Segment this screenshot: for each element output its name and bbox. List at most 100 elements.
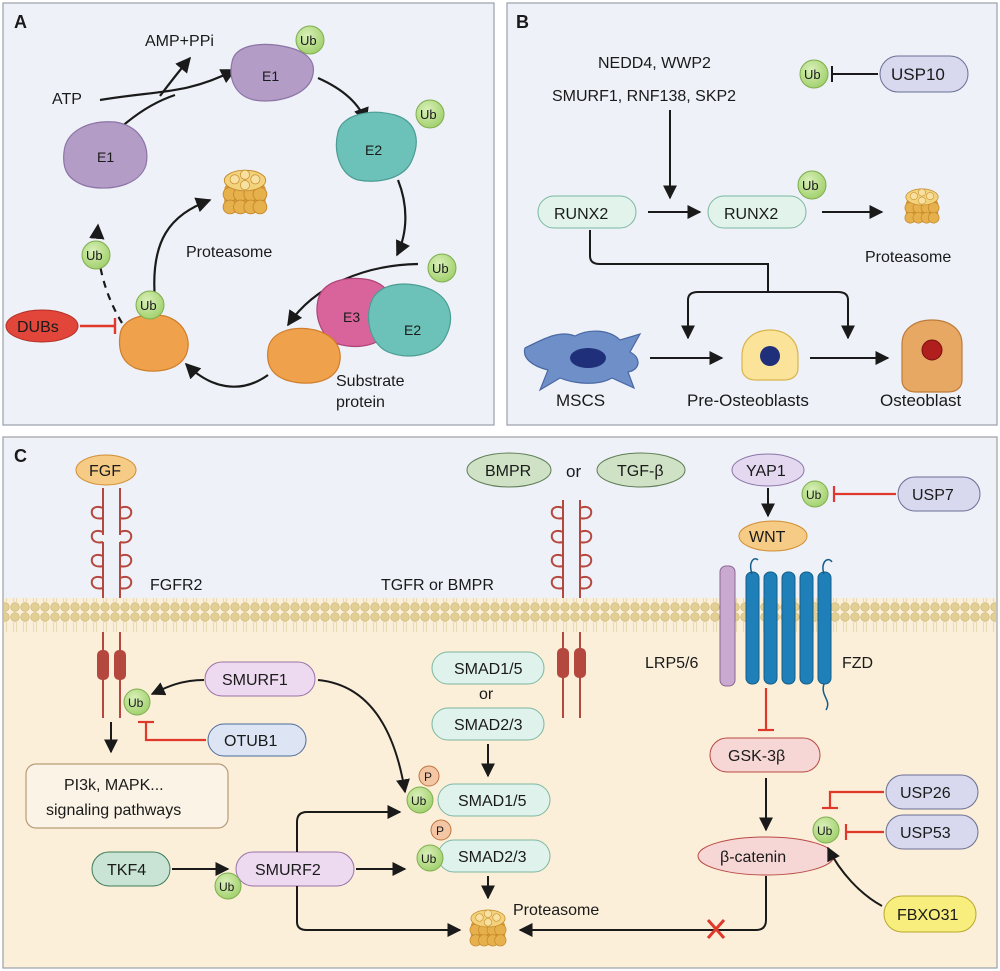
yap1-node bbox=[731, 453, 805, 487]
svg-text:Ub: Ub bbox=[140, 298, 157, 313]
lrp-receptor bbox=[719, 565, 736, 687]
proteasome-icon bbox=[904, 188, 940, 224]
smad23-top-node bbox=[431, 707, 545, 741]
ligases-line-1: NEDD4, WWP2 bbox=[598, 55, 711, 72]
svg-text:Ub: Ub bbox=[86, 248, 103, 263]
svg-text:Ub: Ub bbox=[806, 488, 822, 502]
tgfb-node bbox=[596, 452, 686, 488]
tkf4-node bbox=[91, 851, 171, 887]
usp7-node bbox=[897, 476, 981, 512]
tgfr-bmpr-label: TGFR or BMPR bbox=[381, 577, 494, 594]
panel-b-letter: B bbox=[516, 12, 529, 32]
svg-text:Ub: Ub bbox=[128, 696, 144, 710]
osteoblast-label: Osteoblast bbox=[880, 391, 962, 410]
ligases-line-2: SMURF1, RNF138, SKP2 bbox=[552, 88, 736, 105]
pathways-line-2: signaling pathways bbox=[46, 802, 181, 819]
wnt-label: WNT bbox=[749, 529, 786, 546]
tkf4-label: TKF4 bbox=[107, 862, 146, 879]
gsk-label: GSK-3β bbox=[728, 748, 785, 765]
pathways-box bbox=[25, 763, 229, 829]
runx2-node-left bbox=[537, 195, 637, 229]
proteasome-label: Proteasome bbox=[186, 244, 272, 261]
usp10-node bbox=[879, 55, 969, 93]
e2-bottom-label: E2 bbox=[404, 322, 421, 338]
smad-or-label: or bbox=[479, 686, 494, 703]
svg-text:Ub: Ub bbox=[817, 824, 833, 838]
phospho-icon bbox=[430, 819, 452, 841]
phospho-icon bbox=[418, 765, 440, 787]
smurf2-label: SMURF2 bbox=[255, 862, 321, 879]
usp10-label: USP10 bbox=[891, 65, 945, 84]
block-cross-icon bbox=[706, 919, 726, 939]
e1-top-label: E1 bbox=[262, 68, 279, 84]
e2-top-label: E2 bbox=[365, 142, 382, 158]
ub-icon bbox=[81, 240, 111, 270]
wnt-node bbox=[738, 520, 808, 552]
e1-enzyme-left bbox=[63, 121, 148, 189]
ub-icon bbox=[406, 786, 434, 814]
panel-a-letter: A bbox=[14, 12, 27, 32]
lrp-label: LRP5/6 bbox=[645, 655, 698, 672]
fgfr2-label: FGFR2 bbox=[150, 577, 203, 594]
osteoblast-nucleus bbox=[921, 339, 943, 361]
svg-text:Ub: Ub bbox=[421, 852, 437, 866]
ub-icon bbox=[416, 844, 444, 872]
svg-text:Ub: Ub bbox=[432, 261, 449, 276]
e3-label: E3 bbox=[343, 309, 360, 325]
smad23-top-label: SMAD2/3 bbox=[454, 717, 523, 734]
smurf2-node bbox=[235, 851, 355, 887]
fbxo31-node bbox=[883, 895, 977, 933]
substrate-label-1: Substrate bbox=[336, 373, 405, 390]
bcatenin-label: β-catenin bbox=[720, 849, 786, 866]
svg-text:P: P bbox=[424, 770, 432, 784]
dubs-label: DUBs bbox=[17, 319, 59, 336]
smad23-label: SMAD2/3 bbox=[458, 849, 527, 866]
usp53-label: USP53 bbox=[900, 825, 951, 842]
svg-text:Ub: Ub bbox=[802, 178, 819, 193]
runx2-right-label: RUNX2 bbox=[724, 206, 778, 223]
otub1-label: OTUB1 bbox=[224, 733, 277, 750]
panel-c: C FGF FGFR2 Ub SMURF1 OTUB1 PI3k, MAPK..… bbox=[2, 436, 998, 969]
bmpr-label: BMPR bbox=[485, 463, 531, 480]
panel-c-letter: C bbox=[14, 446, 27, 466]
smad15-node bbox=[437, 783, 551, 817]
svg-text:Ub: Ub bbox=[420, 107, 437, 122]
mscs-label: MSCS bbox=[556, 391, 605, 410]
svg-text:P: P bbox=[436, 824, 444, 838]
mscs-nucleus bbox=[570, 348, 606, 368]
proteasome-label-c: Proteasome bbox=[513, 902, 599, 919]
dubs-node bbox=[5, 309, 79, 343]
smurf1-label: SMURF1 bbox=[222, 672, 288, 689]
fzd-receptor bbox=[745, 571, 832, 685]
usp7-label: USP7 bbox=[912, 487, 954, 504]
e2-enzyme-bottom bbox=[367, 283, 452, 357]
proteasome-label-b: Proteasome bbox=[865, 249, 951, 266]
ub-icon bbox=[799, 59, 829, 89]
pathways-line-1: PI3k, MAPK... bbox=[64, 777, 164, 794]
svg-text:Ub: Ub bbox=[300, 33, 317, 48]
ub-icon bbox=[427, 253, 457, 283]
usp26-node bbox=[885, 774, 979, 810]
runx2-left-label: RUNX2 bbox=[554, 206, 608, 223]
gsk-node bbox=[709, 737, 821, 773]
panel-a: A E1 Ub E1 ATP AMP+PPi E2 Ub Proteasome … bbox=[2, 2, 495, 426]
bmpr-node bbox=[466, 452, 552, 488]
e1-left-label: E1 bbox=[97, 149, 114, 165]
substrate-label-2: protein bbox=[336, 394, 385, 411]
or-label: or bbox=[566, 462, 581, 481]
fbxo31-label: FBXO31 bbox=[897, 907, 958, 924]
smad15-top-label: SMAD1/5 bbox=[454, 661, 523, 678]
fgf-node bbox=[75, 454, 137, 486]
svg-text:Ub: Ub bbox=[219, 880, 235, 894]
pre-osteoblast-nucleus bbox=[760, 346, 780, 366]
otub1-node bbox=[207, 723, 307, 757]
usp53-node bbox=[885, 814, 979, 850]
fzd-label: FZD bbox=[842, 655, 873, 672]
smurf1-node bbox=[204, 661, 316, 697]
ub-icon bbox=[415, 99, 445, 129]
fgf-label: FGF bbox=[89, 463, 121, 480]
e1-enzyme-top bbox=[230, 43, 314, 102]
smad15-top-node bbox=[431, 651, 545, 685]
pre-osteoblasts-label: Pre-Osteoblasts bbox=[687, 391, 809, 410]
